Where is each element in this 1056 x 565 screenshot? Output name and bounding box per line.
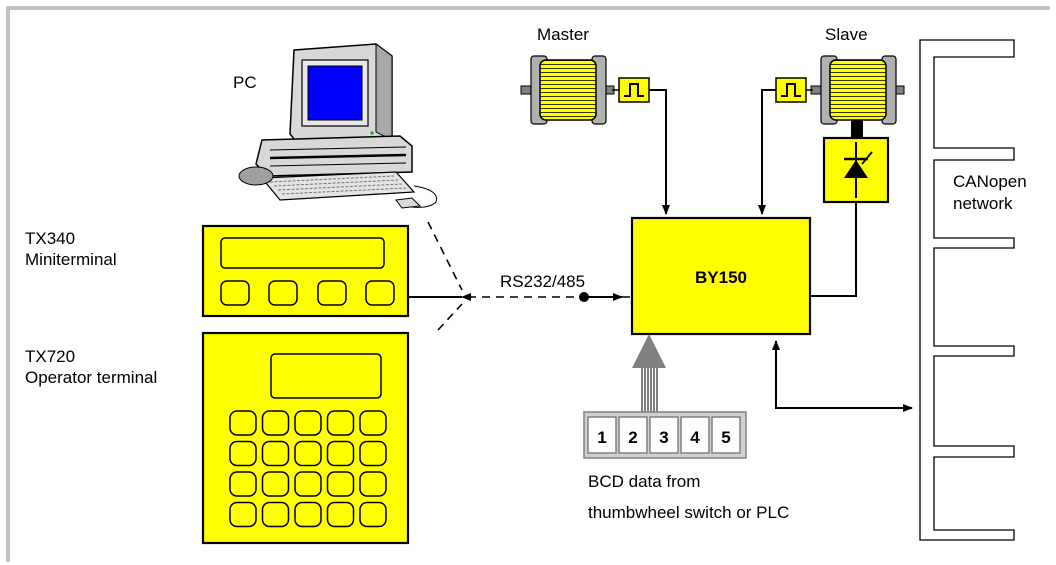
keypad-key — [294, 501, 322, 528]
keypad-key — [229, 410, 257, 436]
slave-label: Slave — [825, 25, 868, 44]
keypad-key — [359, 471, 387, 497]
slave-encoder-line — [758, 89, 776, 215]
keypad-key — [261, 471, 290, 497]
keypad-key — [326, 501, 355, 528]
slave-shaft — [851, 120, 863, 138]
tx720-sublabel: Operator terminal — [25, 368, 157, 387]
canopen-sublabel: network — [953, 194, 1013, 213]
keypad-key — [261, 501, 290, 528]
bcd-label: BCD data from — [588, 472, 700, 491]
keypad-key — [294, 440, 322, 467]
tx340-terminal — [201, 224, 410, 318]
tx720-link-line — [437, 303, 463, 331]
keypad-key — [229, 440, 257, 467]
thumbwheel-digit: 4 — [690, 428, 700, 447]
thumbwheel-digit-cell — [711, 416, 741, 454]
rs232-node — [579, 292, 589, 302]
keypad-key — [229, 501, 257, 528]
slave-motor-icon — [810, 55, 905, 125]
bcd-bus-lines — [641, 368, 658, 412]
slave-encoder-pulse-icon — [775, 77, 813, 103]
keypad-key — [294, 471, 322, 497]
thumbwheel-digit: 5 — [721, 428, 730, 447]
pc-link-line — [427, 221, 463, 291]
keypad-key — [326, 471, 355, 497]
bcd-sublabel: thumbwheel switch or PLC — [588, 503, 789, 522]
thyristor-icon — [822, 136, 890, 204]
diagram-frame — [6, 6, 1050, 562]
thumbwheel-digit: 2 — [628, 428, 637, 447]
tx340-label: TX340 — [25, 229, 75, 248]
encoder-pulse-icon — [612, 77, 650, 103]
keypad-key — [326, 410, 355, 436]
master-label: Master — [537, 25, 589, 44]
thumbwheel-digit: 3 — [659, 428, 668, 447]
drive-output-line — [810, 202, 857, 297]
keypad-key — [359, 410, 387, 436]
tx340-sublabel: Miniterminal — [25, 250, 117, 269]
keypad-key — [261, 440, 290, 467]
tx720-label: TX720 — [25, 347, 75, 366]
canopen-bus — [919, 39, 1015, 541]
thumbwheel-digit: 1 — [597, 428, 606, 447]
by150-label: BY150 — [695, 268, 747, 287]
pc-icon — [238, 43, 438, 209]
keypad-key — [229, 471, 257, 497]
thumbwheel-digit-cell — [587, 416, 617, 454]
pc-label: PC — [233, 73, 257, 92]
keypad-key — [261, 410, 290, 436]
thumbwheel-digit-cell — [649, 416, 679, 454]
thumbwheel-digit-cell — [680, 416, 710, 454]
keypad-key — [359, 501, 387, 528]
keypad-icon — [201, 331, 410, 545]
canopen-link — [775, 342, 913, 412]
canopen-label: CANopen — [953, 172, 1027, 191]
thumbwheel-digit-cell — [618, 416, 648, 454]
bcd-input-arrow — [632, 334, 666, 368]
keypad-key — [326, 440, 355, 467]
motor-icon — [520, 55, 615, 125]
by150-controller — [630, 216, 812, 336]
master-encoder-line — [649, 89, 670, 215]
keypad-key — [359, 440, 387, 467]
keypad-key — [294, 410, 322, 436]
rs232-label: RS232/485 — [500, 272, 585, 291]
